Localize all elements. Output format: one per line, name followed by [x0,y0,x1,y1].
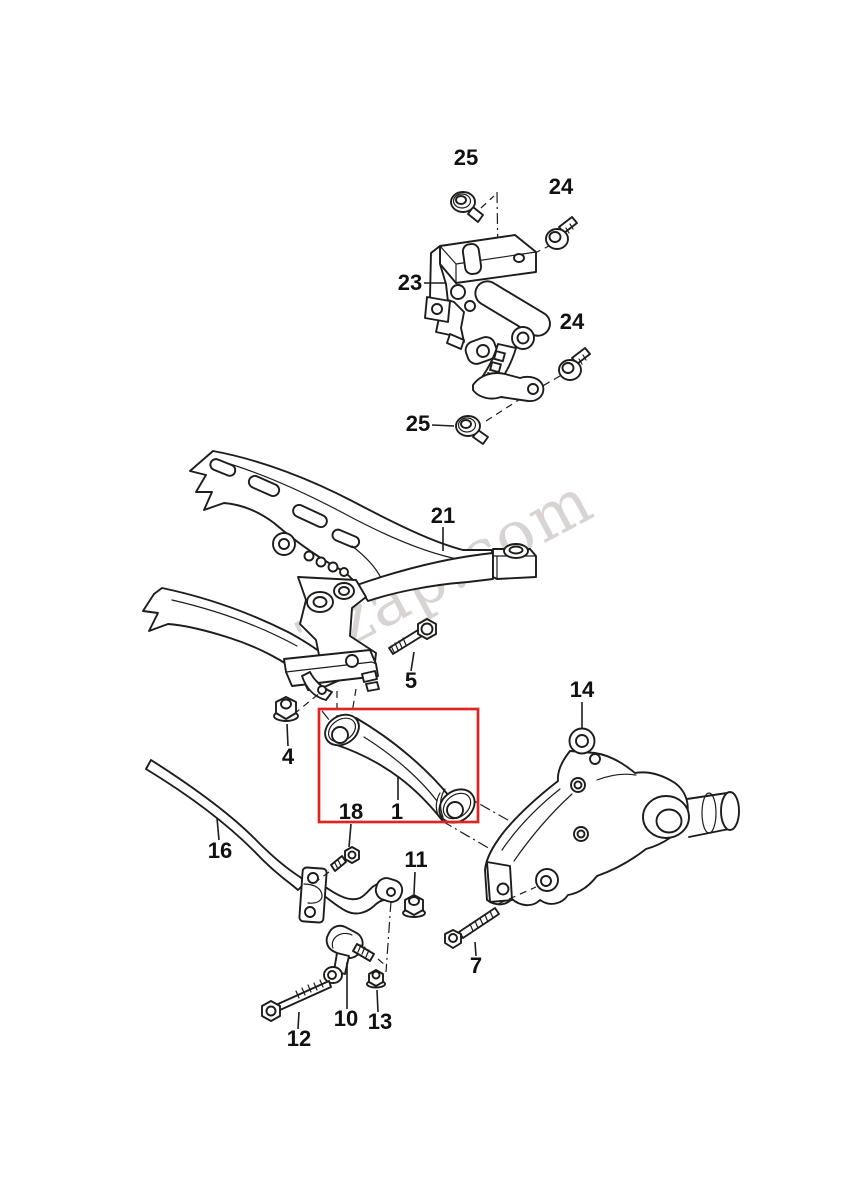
part-label-24-lower[interactable]: 24 [559,309,585,334]
screw-24-lower [558,347,591,381]
bolt-7 [444,907,500,949]
stabilizer-link-part-10 [323,924,375,984]
bolt-12 [261,979,332,1022]
part-label-24-top[interactable]: 24 [548,174,574,199]
screw-24-top [545,216,578,250]
part-label-25-top[interactable]: 25 [453,145,479,170]
part-label-11[interactable]: 11 [404,847,428,872]
part-label-7[interactable]: 7 [469,953,483,978]
nut-4 [273,696,299,722]
part-label-4[interactable]: 4 [281,744,295,769]
subframe-part-21 [142,450,537,701]
part-label-5[interactable]: 5 [404,668,418,693]
part-label-16[interactable]: 16 [207,838,233,863]
part-label-25-bottom[interactable]: 25 [405,411,431,436]
part-label-23[interactable]: 23 [397,270,423,295]
control-arm-part-1 [321,688,537,858]
part-label-12[interactable]: 12 [286,1026,312,1051]
knuckle-part-14 [484,727,740,907]
part-label-13[interactable]: 13 [367,1009,393,1034]
highlight-box-part-1 [317,707,480,824]
axis-line-bar-to-link [385,900,392,973]
bracket-assembly-part-23 [424,191,561,422]
bolt-18 [316,846,360,882]
axis-line-stud [377,958,387,967]
part-label-14[interactable]: 14 [569,677,595,702]
screw-25-bottom [455,415,489,445]
bolt-5 [388,618,437,655]
part-label-10[interactable]: 10 [333,1006,359,1031]
part-label-18[interactable]: 18 [338,799,364,824]
stabilizer-bar-part-16 [145,759,404,924]
nut-11 [402,894,426,918]
leader-lines [216,282,583,1030]
nut-13 [366,969,386,989]
part-label-1[interactable]: 1 [390,799,404,824]
screw-25-top [450,191,484,223]
part-label-21[interactable]: 21 [430,503,456,528]
